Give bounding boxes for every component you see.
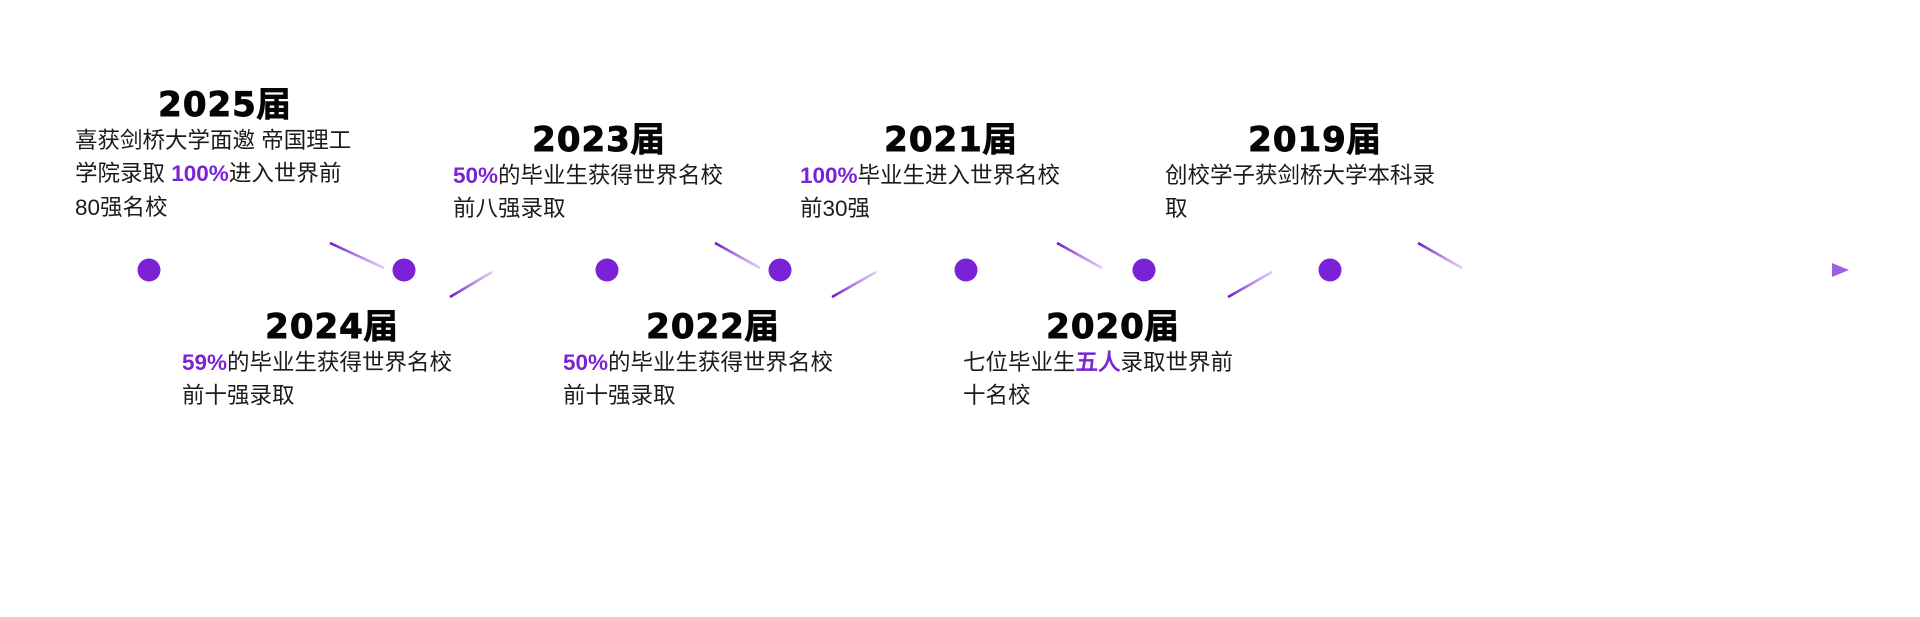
entry-text: 学院录取 — [75, 161, 172, 187]
entry-year-2022: 2022届 — [646, 307, 780, 347]
entry-description-2022: 50%的毕业生获得世界名校前十强录取 — [563, 346, 863, 414]
entry-text: 前八强录取 — [453, 196, 566, 222]
entry-line: 前十强录取 — [563, 379, 863, 413]
connector-2024 — [262, 270, 493, 299]
entry-text: 创校学子获剑桥大学本科录 — [1165, 162, 1436, 188]
entry-text: 录取世界前 — [1120, 349, 1234, 375]
highlight-stat: 五人 — [1075, 349, 1121, 375]
connector-diagonal — [714, 241, 761, 270]
entry-text: 十名校 — [963, 383, 1031, 409]
entry-year-2019: 2019届 — [1248, 120, 1382, 160]
timeline-entry-2020[interactable]: 2020届七位毕业生五人录取世界前十名校 — [963, 307, 1263, 414]
connector-diagonal — [1056, 241, 1103, 270]
entry-line: 前30强 — [800, 192, 1102, 226]
entry-line: 七位毕业生五人录取世界前 — [963, 346, 1263, 380]
entry-text: 的毕业生获得世界名校 — [608, 349, 834, 375]
entry-line: 学院录取 100%进入世界前 — [75, 157, 375, 191]
entry-year-2023: 2023届 — [532, 120, 666, 160]
milestone-dots — [137, 258, 1342, 282]
connector-2025 — [152, 241, 385, 270]
timeline-entry-2019[interactable]: 2019届创校学子获剑桥大学本科录取 — [1165, 120, 1465, 227]
connector-diagonal — [449, 270, 493, 299]
entry-description-2021: 100%毕业生进入世界名校前30强 — [800, 159, 1102, 227]
entry-line: 59%的毕业生获得世界名校 — [182, 346, 482, 380]
entry-line: 前八强录取 — [453, 192, 745, 226]
entry-text: 的毕业生获得世界名校 — [498, 162, 724, 188]
entry-year-2021: 2021届 — [884, 120, 1018, 160]
highlight-stat: 59% — [182, 349, 228, 375]
highlight-stat: 100% — [171, 161, 229, 187]
entry-text: 前十强录取 — [563, 383, 676, 409]
milestone-dot-4[interactable] — [768, 258, 792, 282]
entry-line: 50%的毕业生获得世界名校 — [453, 159, 745, 193]
entry-year-2024: 2024届 — [265, 307, 399, 347]
connector-2021 — [800, 241, 1103, 270]
entry-line: 喜获剑桥大学面邀 帝国理工 — [75, 124, 375, 158]
entry-text: 进入世界前 — [228, 161, 342, 187]
entry-line: 取 — [1165, 192, 1465, 226]
entry-text: 七位毕业生 — [963, 349, 1076, 375]
entry-line: 80强名校 — [75, 191, 375, 225]
entry-text: 前十强录取 — [182, 383, 295, 409]
axis-line — [150, 263, 1849, 277]
entry-line: 创校学子获剑桥大学本科录 — [1165, 159, 1465, 193]
entry-line: 100%毕业生进入世界名校 — [800, 159, 1102, 193]
milestone-dot-6[interactable] — [1132, 258, 1156, 282]
milestone-dot-7[interactable] — [1318, 258, 1342, 282]
connector-diagonal — [1227, 270, 1273, 299]
timeline-arrow-icon — [1832, 263, 1849, 277]
highlight-stat: 100% — [800, 162, 858, 188]
entry-description-2019: 创校学子获剑桥大学本科录取 — [1165, 159, 1465, 227]
entry-line: 前十强录取 — [182, 379, 482, 413]
entry-description-2023: 50%的毕业生获得世界名校前八强录取 — [453, 159, 745, 227]
entry-text: 的毕业生获得世界名校 — [227, 349, 453, 375]
entry-description-2020: 七位毕业生五人录取世界前十名校 — [963, 346, 1263, 414]
highlight-stat: 50% — [563, 349, 609, 375]
milestone-dot-5[interactable] — [954, 258, 978, 282]
entry-text: 取 — [1165, 196, 1188, 222]
connector-lines — [152, 241, 1463, 299]
milestone-dot-1[interactable] — [137, 258, 161, 282]
entry-year-2025: 2025届 — [158, 85, 292, 125]
entry-text: 毕业生进入世界名校 — [857, 162, 1061, 188]
connector-diagonal — [329, 241, 385, 270]
entry-line: 50%的毕业生获得世界名校 — [563, 346, 863, 380]
entry-description-2024: 59%的毕业生获得世界名校前十强录取 — [182, 346, 482, 414]
milestone-dot-3[interactable] — [595, 258, 619, 282]
milestone-dot-2[interactable] — [392, 258, 416, 282]
connector-diagonal — [831, 270, 877, 299]
entry-text: 喜获剑桥大学面邀 帝国理工 — [75, 127, 352, 153]
entry-line: 十名校 — [963, 379, 1263, 413]
entry-text: 80强名校 — [75, 195, 168, 221]
connector-2019 — [1170, 241, 1463, 270]
entry-text: 前30强 — [800, 196, 871, 222]
entry-year-2020: 2020届 — [1046, 307, 1180, 347]
highlight-stat: 50% — [453, 162, 499, 188]
connector-2022 — [637, 270, 877, 299]
connector-2023 — [455, 241, 761, 270]
connector-diagonal — [1417, 241, 1463, 270]
connector-2020 — [1018, 270, 1273, 299]
